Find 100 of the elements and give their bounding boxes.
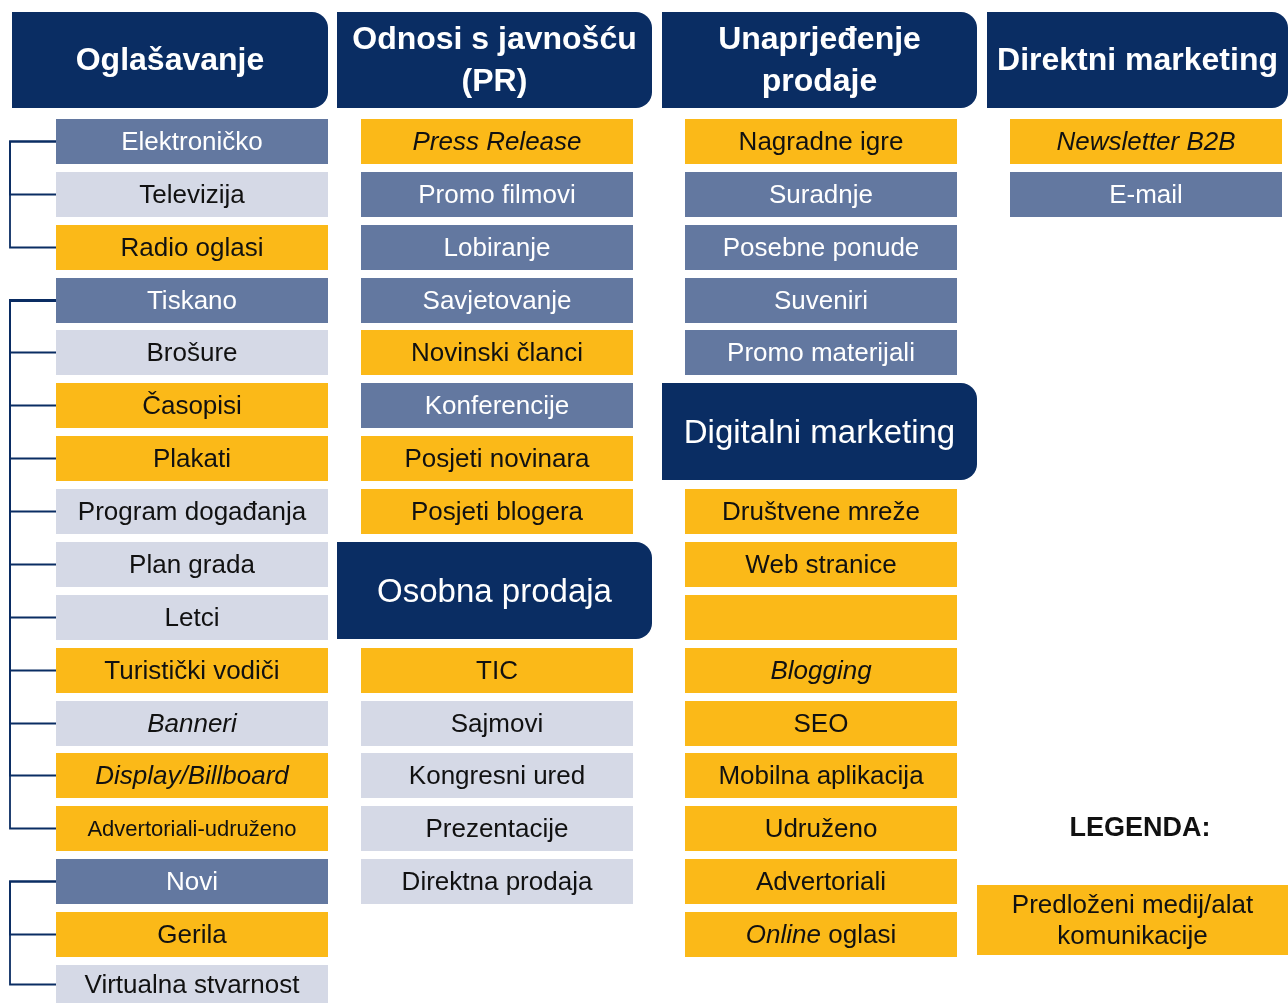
item-label: Advertoriali [755,866,887,897]
item-label: Radio oglasi [120,232,264,263]
header-text: Digitalni marketing [683,411,956,452]
item-box [56,542,328,587]
item-box [361,701,633,746]
item-label: Program događanja [77,496,307,527]
item-box [56,753,328,798]
category-header [12,12,328,108]
item-box [685,225,957,270]
item-label: Turistički vodiči [104,655,280,686]
item-label: Display/Billboard [95,760,289,791]
item-label: Kongresni ured [408,760,586,791]
item-label: Časopisi [142,390,242,421]
item-label: Suradnje [768,179,874,210]
item-box [361,648,633,693]
item-label: Društvene mreže [722,496,920,527]
item-box [56,225,328,270]
header-text: Oglašavanje [75,40,265,80]
item-label: TIC [476,655,518,686]
item-label: Letci [164,602,220,633]
item-label: Savjetovanje [422,285,572,316]
item-box [1010,172,1282,217]
item-box [361,383,633,428]
item-label: Novi [166,866,218,897]
item-label: Suveniri [774,285,868,316]
legend-text: Predloženi medij/alat komunikacije [1010,888,1255,952]
item-box [361,753,633,798]
item-label: Newsletter B2B [1056,126,1236,157]
item-label: Tiskano [146,285,238,316]
item-box [685,753,957,798]
item-box [685,330,957,375]
item-box [685,278,957,323]
category-header [337,542,652,639]
item-label: Posjeti blogera [411,496,583,527]
item-box [685,172,957,217]
legend-title: LEGENDA: [1068,812,1212,843]
item-label: Elektroničko [121,126,263,157]
item-box [56,595,328,640]
header-text: Unaprjeđenje prodaje [717,19,922,100]
item-box [56,383,328,428]
header-text: Osobna prodaja [377,570,612,611]
item-label: Lobiranje [443,232,551,263]
category-header [337,12,652,108]
item-label: Mobilna aplikacija [718,760,924,791]
item-box [685,119,957,164]
item-label: Promo filmovi [418,179,576,210]
item-label: SEO [793,708,849,739]
item-label: Nagradne igre [738,126,904,157]
header-text: Direktni marketing [997,40,1278,80]
category-header [662,12,977,108]
item-box [361,806,633,851]
item-box [56,648,328,693]
item-label: Posebne ponude [722,232,920,263]
header-text: Odnosi s javnošću (PR) [351,19,638,100]
category-header [987,12,1288,108]
item-label: Banneri [147,708,237,739]
connector-line [9,880,57,986]
item-box [361,859,633,904]
item-label: Sajmovi [450,708,544,739]
item-label: Direktna prodaja [401,866,593,897]
item-box [685,859,957,904]
item-box [56,859,328,904]
item-box [56,965,328,1003]
item-box [361,489,633,534]
item-label: Online oglasi [745,919,897,950]
item-box [361,172,633,217]
item-box [56,330,328,375]
item-label: Televizija [139,179,245,210]
item-box [361,330,633,375]
category-header [662,383,977,480]
item-label: Plan grada [129,549,255,580]
item-label: Web stranice [745,549,897,580]
item-box [56,119,328,164]
item-label: Advertoriali-udruženo [87,815,297,842]
item-box [685,912,957,957]
item-label: Prezentacije [425,813,569,844]
connector-line [9,140,57,249]
item-box [685,542,957,587]
item-label: Novinski članci [411,337,583,368]
item-box [1010,119,1282,164]
item-label: Press Release [412,126,582,157]
item-label: Virtualna stvarnost [84,969,300,1000]
item-box [361,278,633,323]
item-box [685,595,957,640]
item-box [56,701,328,746]
item-label: E-mail [1109,179,1183,210]
item-box [361,119,633,164]
item-box [56,436,328,481]
item-box [56,806,328,851]
item-label: Udruženo [764,813,878,844]
item-box [361,436,633,481]
item-label: Promo materijali [727,337,915,368]
item-label: Gerila [157,919,227,950]
item-box [685,806,957,851]
item-box [56,912,328,957]
item-box [56,172,328,217]
item-label: Brošure [146,337,238,368]
item-box [685,701,957,746]
item-box [685,648,957,693]
item-box [685,489,957,534]
